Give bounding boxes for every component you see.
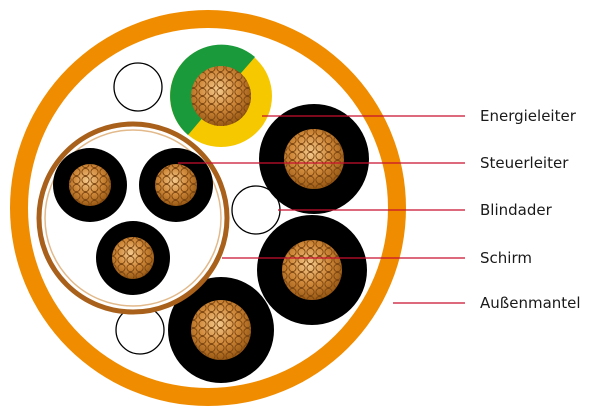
power-conductor-1 [259, 104, 369, 214]
control-conductor-2 [139, 148, 213, 222]
label-aussenmantel: Außenmantel [480, 294, 581, 312]
control-conductor-1 [53, 148, 127, 222]
control-conductor-3 [96, 221, 170, 295]
power-conductor-3 [168, 277, 274, 383]
ground-conductor [170, 44, 272, 147]
label-schirm: Schirm [480, 249, 532, 267]
blind-core-top [113, 62, 163, 112]
label-energieleiter: Energieleiter [480, 107, 576, 125]
label-steuerleiter: Steuerleiter [480, 154, 569, 172]
power-conductor-2 [257, 215, 367, 325]
label-blindader: Blindader [480, 201, 552, 219]
